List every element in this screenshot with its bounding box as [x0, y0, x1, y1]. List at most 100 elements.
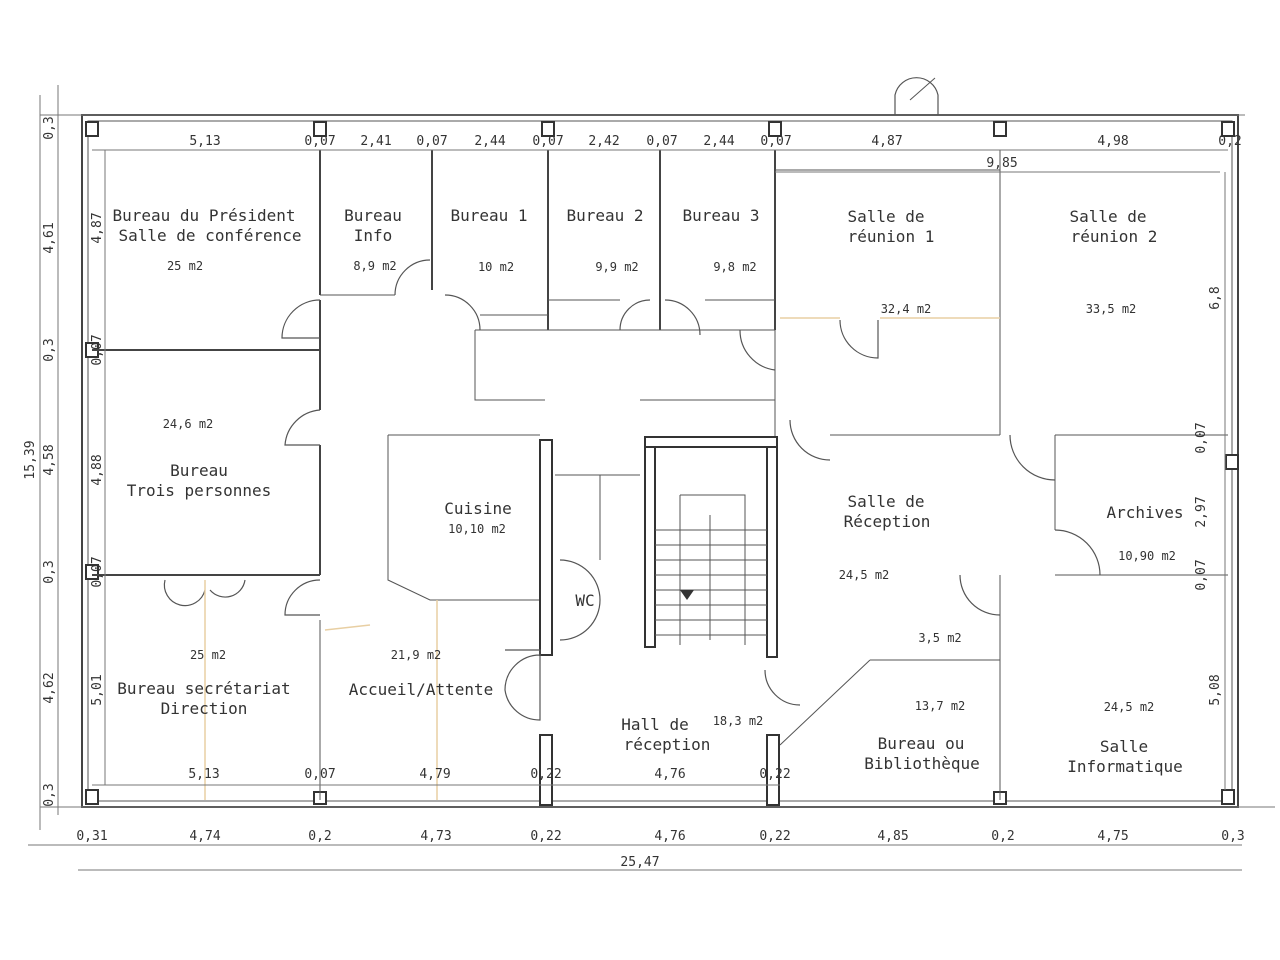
room-area: 8,9 m2 — [353, 259, 396, 273]
entrance-door-icon — [894, 77, 939, 115]
room-salle-reception: Salle de Réception 24,5 m2 — [839, 492, 931, 582]
dimension-lines — [28, 85, 1242, 871]
stairs-arrow-icon — [680, 590, 694, 600]
room-labels: Bureau du Président Salle de conférence … — [112, 206, 1183, 776]
dimensions-bottom-inner: 5,13 0,07 4,79 0,22 4,76 0,22 — [188, 767, 790, 782]
room-name: Salle de — [847, 492, 924, 511]
dimension-label: 0,22 — [759, 829, 790, 844]
room-area: 32,4 m2 — [881, 302, 932, 316]
room-area: 13,7 m2 — [915, 699, 966, 713]
room-name: Info — [354, 226, 393, 245]
room-hall-reception: Hall de réception 18,3 m2 — [621, 714, 763, 754]
dimension-label: 2,44 — [474, 134, 505, 149]
dimension-label: 0,07 — [416, 134, 447, 149]
room-name: Réception — [844, 512, 931, 531]
dimension-label: 5,13 — [189, 134, 220, 149]
room-name: Accueil/Attente — [349, 680, 494, 699]
room-name: WC — [575, 591, 594, 610]
dimension-label: 0,07 — [304, 767, 335, 782]
room-name: réception — [624, 735, 711, 754]
dimension-label: 0,3 — [42, 560, 57, 583]
room-name: Bureau 2 — [566, 206, 643, 225]
dimensions-top: 5,13 0,07 2,41 0,07 2,44 0,07 2,42 0,07 … — [189, 134, 1241, 171]
room-bureau-2: Bureau 2 9,9 m2 — [566, 206, 643, 274]
room-name: Bureau 1 — [450, 206, 527, 225]
dimension-label: 0,3 — [42, 338, 57, 361]
dimension-label: 2,44 — [703, 134, 734, 149]
dimension-label: 0,31 — [76, 829, 107, 844]
room-salle-reunion-1: Salle de réunion 1 32,4 m2 — [847, 207, 934, 316]
dimension-label: 9,85 — [986, 156, 1017, 171]
dimension-label: 4,88 — [90, 454, 105, 485]
dimension-label: 0,2 — [308, 829, 331, 844]
room-storage: 3,5 m2 — [918, 631, 961, 645]
dimension-label: 4,85 — [877, 829, 908, 844]
room-wc: WC — [575, 591, 594, 610]
dimension-label: 5,08 — [1208, 674, 1223, 705]
doors — [163, 259, 1101, 721]
room-bureau-1: Bureau 1 10 m2 — [450, 206, 527, 274]
room-bureau-trois-personnes: 24,6 m2 Bureau Trois personnes — [127, 417, 272, 500]
room-bureau-secretariat: 25 m2 Bureau secrétariat Direction — [117, 648, 290, 718]
dimension-label: 4,74 — [189, 829, 220, 844]
dimension-label: 2,41 — [360, 134, 391, 149]
room-name: Bureau — [170, 461, 228, 480]
dimension-label: 0,2 — [991, 829, 1014, 844]
dimension-label: 4,75 — [1097, 829, 1128, 844]
room-name: Bureau du Président — [112, 206, 295, 225]
dimension-label: 0,3 — [42, 116, 57, 139]
dimension-label: 0,2 — [1218, 134, 1241, 149]
dimension-label: 0,22 — [530, 767, 561, 782]
room-accueil-attente: 21,9 m2 Accueil/Attente — [349, 648, 494, 699]
room-name: Bibliothèque — [864, 754, 980, 773]
dimension-label: 4,62 — [42, 672, 57, 703]
dimension-label: 4,58 — [42, 444, 57, 475]
dimension-label: 4,73 — [420, 829, 451, 844]
room-area: 24,5 m2 — [1104, 700, 1155, 714]
total-height-label: 15,39 — [23, 440, 38, 479]
room-bureau-info: Bureau Info 8,9 m2 — [344, 206, 402, 273]
room-area: 25 m2 — [190, 648, 226, 662]
dimension-label: 0,22 — [530, 829, 561, 844]
dimensions-right: 6,8 0,07 2,97 0,07 5,08 — [1194, 286, 1223, 705]
room-area: 9,8 m2 — [713, 260, 756, 274]
room-area: 3,5 m2 — [918, 631, 961, 645]
room-name: Salle de — [847, 207, 924, 226]
room-name: Bureau — [344, 206, 402, 225]
dimension-label: 0,07 — [90, 556, 105, 587]
dimension-label: 0,07 — [304, 134, 335, 149]
room-area: 21,9 m2 — [391, 648, 442, 662]
room-name: Hall de — [621, 715, 688, 734]
room-cuisine: Cuisine 10,10 m2 — [444, 499, 511, 536]
room-name: Bureau secrétariat — [117, 679, 290, 698]
dimension-label: 0,22 — [759, 767, 790, 782]
room-area: 9,9 m2 — [595, 260, 638, 274]
dimension-label: 0,07 — [646, 134, 677, 149]
dimension-label: 4,87 — [90, 212, 105, 243]
total-width-label: 25,47 — [620, 855, 659, 870]
dimension-label: 0,07 — [1194, 559, 1209, 590]
dimension-label: 0,3 — [42, 783, 57, 806]
room-area: 24,5 m2 — [839, 568, 890, 582]
dimension-label: 2,97 — [1194, 496, 1209, 527]
staircase — [655, 494, 767, 645]
room-area: 10,10 m2 — [448, 522, 506, 536]
room-name: Bureau ou — [878, 734, 965, 753]
room-area: 18,3 m2 — [713, 714, 764, 728]
dimension-label: 5,13 — [188, 767, 219, 782]
dimension-label: 4,87 — [871, 134, 902, 149]
room-salle-reunion-2: Salle de réunion 2 33,5 m2 — [1069, 207, 1157, 316]
dimensions-left: 0,3 4,61 0,3 4,58 0,3 4,62 0,3 15,39 4,8… — [23, 116, 105, 806]
room-name: Trois personnes — [127, 481, 272, 500]
room-area: 10,90 m2 — [1118, 549, 1176, 563]
room-name: Direction — [161, 699, 248, 718]
room-name: Bureau 3 — [682, 206, 759, 225]
room-area: 10 m2 — [478, 260, 514, 274]
dimension-label: 0,07 — [1194, 422, 1209, 453]
dimension-label: 6,8 — [1208, 286, 1223, 309]
room-bureau-president: Bureau du Président Salle de conférence … — [112, 206, 301, 273]
dimensions-bottom-outer: 0,31 4,74 0,2 4,73 0,22 4,76 0,22 4,85 0… — [76, 829, 1244, 870]
dimension-label: 4,76 — [654, 829, 685, 844]
dimension-label: 4,79 — [419, 767, 450, 782]
